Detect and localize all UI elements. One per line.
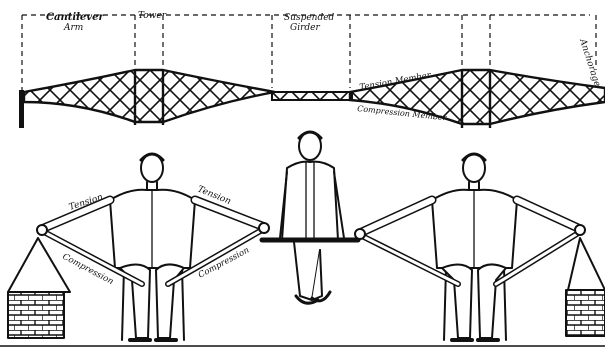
right-brick-pier-top [568,238,605,290]
left-abutment [19,90,24,128]
suspended-label: Suspended [284,13,335,23]
girder-label: Girder [290,23,320,33]
anchorage-label: Anchorage [577,37,602,88]
suspended-girder [272,92,352,100]
tower-label: Tower [138,11,167,21]
right-man [355,154,585,340]
right-brick-pier [566,290,605,336]
left-brick-pier [8,292,64,338]
center-man [262,132,358,303]
arm-label: Arm [63,23,83,33]
cantilever-label: Cantilever [46,12,104,23]
left-man [37,154,269,340]
left-brick-pier-top [8,238,70,292]
left-cantilever-truss [24,70,275,122]
bridge-diagram: Cantilever Arm Tower Suspended Girder An… [19,11,605,128]
human-model [0,132,605,346]
